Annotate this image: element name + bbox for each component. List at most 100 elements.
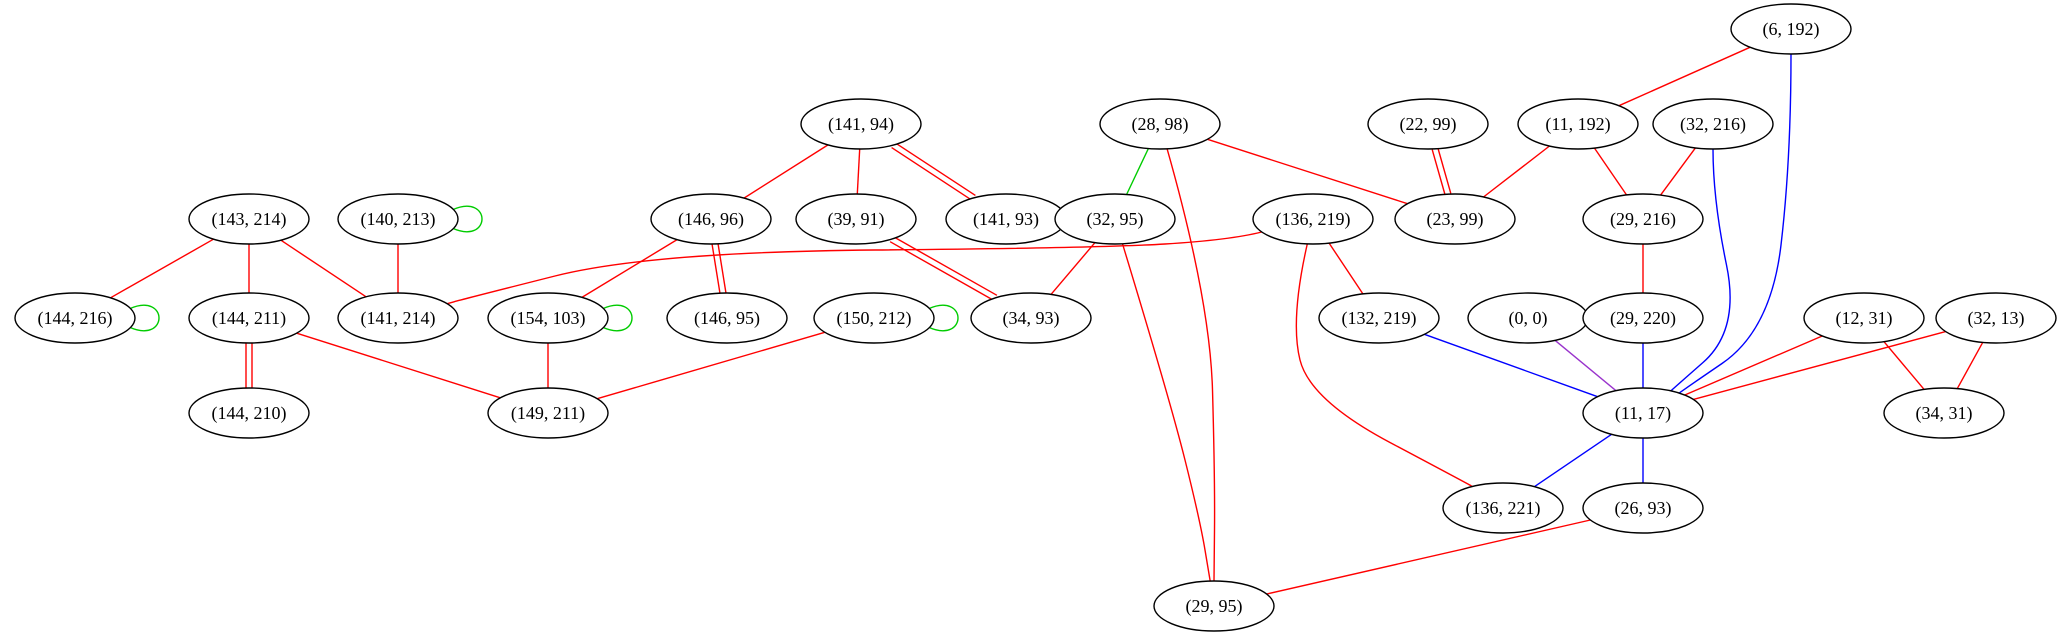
node-ellipse [1582, 482, 1704, 534]
edge-n12_31-n34_31 [1883, 341, 1925, 390]
node-ellipse [1517, 98, 1639, 150]
node-label: (146, 96) [678, 209, 744, 230]
node-n12_31[interactable]: (12, 31) [1803, 292, 1925, 344]
edges-layer [110, 46, 1984, 595]
node-n140_213[interactable]: (140, 213) [337, 193, 459, 245]
node-ellipse [1582, 387, 1704, 439]
node-label: (22, 99) [1400, 114, 1457, 135]
node-label: (29, 95) [1186, 596, 1243, 617]
node-ellipse [1803, 292, 1925, 344]
node-label: (11, 192) [1545, 114, 1610, 135]
edge-n39_91-n34_93-0 [892, 235, 998, 296]
node-ellipse [666, 292, 788, 344]
node-n34_31[interactable]: (34, 31) [1883, 387, 2005, 439]
edge-n11_192-n23_99 [1483, 145, 1550, 198]
node-n32_95[interactable]: (32, 95) [1054, 193, 1176, 245]
node-ellipse [188, 292, 310, 344]
edge-n32_13-n11_17 [1693, 330, 1946, 401]
node-n146_96[interactable]: (146, 96) [650, 193, 772, 245]
edge-n136_219-n132_219 [1328, 242, 1364, 295]
node-label: (29, 216) [1610, 209, 1676, 230]
node-ellipse [188, 193, 310, 245]
node-n144_211[interactable]: (144, 211) [188, 292, 310, 344]
node-ellipse [1099, 98, 1221, 150]
node-n32_13[interactable]: (32, 13) [1935, 292, 2057, 344]
node-n6_192[interactable]: (6, 192) [1730, 3, 1852, 55]
node-ellipse [188, 387, 310, 439]
node-label: (32, 95) [1087, 209, 1144, 230]
edge-n146_96-n146_95-1 [711, 244, 721, 294]
edge-loop-n144_216 [128, 304, 160, 332]
node-n141_214[interactable]: (141, 214) [337, 292, 459, 344]
edge-n141_94-n39_91 [856, 148, 861, 195]
node-n149_211[interactable]: (149, 211) [487, 387, 609, 439]
node-label: (149, 211) [511, 403, 585, 424]
node-n0_0[interactable]: (0, 0) [1467, 292, 1589, 344]
node-label: (23, 99) [1427, 209, 1484, 230]
node-n141_94[interactable]: (141, 94) [800, 98, 922, 150]
node-n136_219[interactable]: (136, 219) [1252, 193, 1374, 245]
node-n23_99[interactable]: (23, 99) [1394, 193, 1516, 245]
node-ellipse [1153, 580, 1275, 632]
node-n11_192[interactable]: (11, 192) [1517, 98, 1639, 150]
node-n144_210[interactable]: (144, 210) [188, 387, 310, 439]
node-ellipse [800, 98, 922, 150]
edge-n141_94-n146_96 [743, 144, 829, 199]
node-n141_93[interactable]: (141, 93) [945, 193, 1067, 245]
edge-n12_31-n11_17 [1684, 335, 1823, 396]
node-ellipse [337, 292, 459, 344]
node-n29_216[interactable]: (29, 216) [1582, 193, 1704, 245]
node-ellipse [795, 193, 917, 245]
node-n29_220[interactable]: (29, 220) [1582, 292, 1704, 344]
node-n22_99[interactable]: (22, 99) [1367, 98, 1489, 150]
edge-loop-n150_212 [927, 304, 959, 332]
node-n11_17[interactable]: (11, 17) [1582, 387, 1704, 439]
node-n154_103[interactable]: (154, 103) [487, 292, 609, 344]
edge-n32_216-n11_17 [1667, 148, 1731, 394]
node-n29_95[interactable]: (29, 95) [1153, 580, 1275, 632]
node-n143_214[interactable]: (143, 214) [188, 193, 310, 245]
node-ellipse [487, 292, 609, 344]
node-n32_216[interactable]: (32, 216) [1652, 98, 1774, 150]
node-n150_212[interactable]: (150, 212) [813, 292, 935, 344]
edge-n143_214-n141_214 [280, 239, 367, 298]
node-ellipse [1883, 387, 2005, 439]
node-n146_95[interactable]: (146, 95) [666, 292, 788, 344]
node-n136_221[interactable]: (136, 221) [1442, 482, 1564, 534]
edge-n39_91-n34_93-1 [889, 241, 995, 302]
edge-n6_192-n11_17 [1675, 53, 1792, 396]
node-n144_216[interactable]: (144, 216) [14, 292, 136, 344]
edge-n11_192-n29_216 [1593, 147, 1628, 196]
node-label: (12, 31) [1836, 308, 1893, 329]
edge-n28_98-n29_95 [1166, 148, 1216, 581]
node-n132_219[interactable]: (132, 219) [1318, 292, 1440, 344]
edge-n141_94-n141_93-1 [891, 147, 973, 201]
node-n34_93[interactable]: (34, 93) [970, 292, 1092, 344]
node-n39_91[interactable]: (39, 91) [795, 193, 917, 245]
node-ellipse [1582, 292, 1704, 344]
node-ellipse [650, 193, 772, 245]
node-ellipse [1318, 292, 1440, 344]
node-label: (141, 94) [828, 114, 894, 135]
edge-n22_99-n23_99-0 [1437, 147, 1452, 194]
node-ellipse [1442, 482, 1564, 534]
edge-n150_212-n149_211 [597, 331, 825, 400]
node-ellipse [970, 292, 1092, 344]
edge-n6_192-n11_192 [1618, 46, 1751, 107]
edge-n0_0-n11_17 [1554, 339, 1617, 392]
node-n26_93[interactable]: (26, 93) [1582, 482, 1704, 534]
edge-n26_93-n29_95 [1266, 519, 1591, 595]
node-n28_98[interactable]: (28, 98) [1099, 98, 1221, 150]
node-label: (29, 220) [1610, 308, 1676, 329]
edge-loop-n154_103 [601, 304, 633, 332]
node-ellipse [1394, 193, 1516, 245]
node-label: (143, 214) [212, 209, 287, 230]
node-ellipse [813, 292, 935, 344]
nodes-layer: (6, 192) (28, 98) (141, 94) (22, 99) (11, 19… [14, 3, 2057, 632]
node-label: (32, 216) [1680, 114, 1746, 135]
node-ellipse [487, 387, 609, 439]
node-label: (144, 216) [38, 308, 113, 329]
edge-n136_219-n141_214 [447, 231, 1262, 305]
node-label: (144, 211) [212, 308, 286, 329]
